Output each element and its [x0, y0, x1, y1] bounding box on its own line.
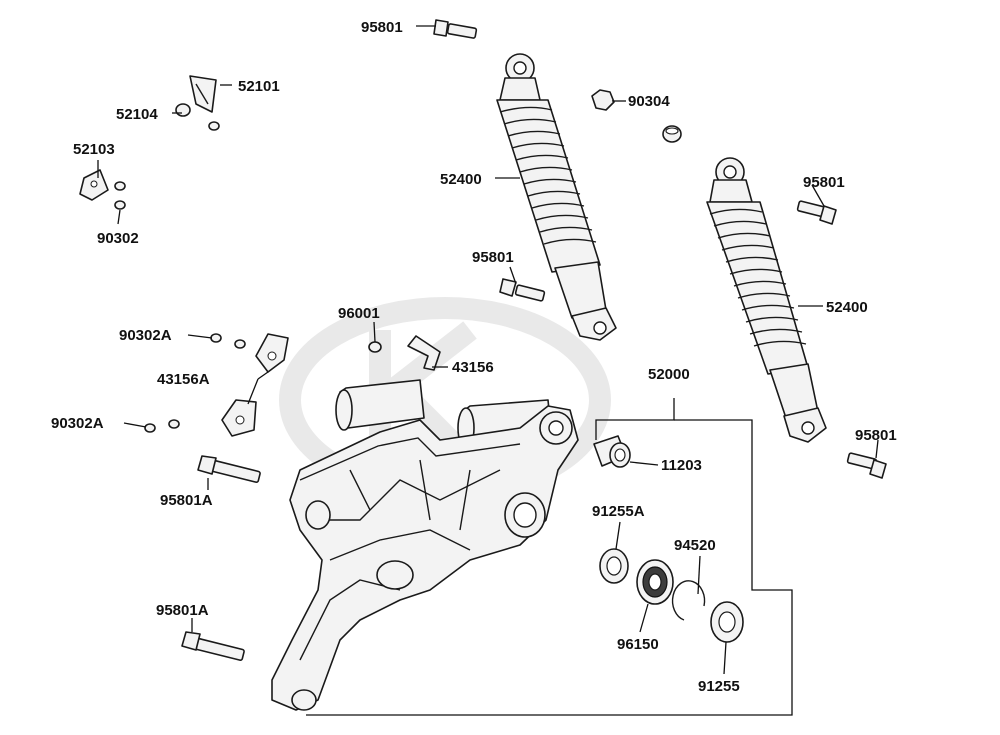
- bolt-95801-top: [433, 19, 478, 39]
- bolt-95801-low-right: [846, 452, 887, 479]
- label-95801-mid: 95801: [472, 249, 514, 266]
- bracket-43156A-lower: [221, 399, 257, 437]
- label-52400-right: 52400: [826, 299, 868, 316]
- label-95801A-top: 95801A: [160, 492, 213, 509]
- label-94520: 94520: [674, 537, 716, 554]
- oil-seal-91255: [710, 601, 744, 643]
- label-52400-left: 52400: [440, 171, 482, 188]
- label-90302A-bot: 90302A: [51, 415, 104, 432]
- label-52000: 52000: [648, 366, 690, 383]
- label-90304: 90304: [628, 93, 670, 110]
- label-95801-top: 95801: [361, 19, 403, 36]
- bracket-43156: [407, 335, 441, 371]
- bolt-95801A-bot: [181, 631, 245, 662]
- bolts-90302A-bot: [144, 419, 180, 433]
- label-11203: 11203: [661, 457, 702, 474]
- label-90302A-top: 90302A: [119, 327, 172, 344]
- label-96001: 96001: [338, 305, 380, 322]
- nut-90304: [591, 89, 615, 111]
- label-52104: 52104: [116, 106, 158, 123]
- bolt-95801-right: [796, 200, 837, 225]
- shock-absorber-left: [496, 53, 617, 341]
- clip-52104: [175, 103, 220, 131]
- bolt-95801A-top: [197, 455, 261, 484]
- label-96150: 96150: [617, 636, 659, 653]
- shock-absorber-right: [706, 157, 827, 443]
- bearing-96150: [636, 559, 674, 605]
- plate-52103: [79, 169, 126, 210]
- bolt-95801-mid: [499, 278, 546, 302]
- label-91255: 91255: [698, 678, 740, 695]
- label-43156: 43156: [452, 359, 494, 376]
- leader-lines: [97, 25, 879, 716]
- label-91255A: 91255A: [592, 503, 645, 520]
- swing-arm: [271, 379, 579, 711]
- label-52101: 52101: [238, 78, 280, 95]
- nut-96001: [368, 341, 382, 353]
- label-52103: 52103: [73, 141, 115, 158]
- bushing-11203: [593, 435, 631, 468]
- circlip-94520: [671, 580, 706, 621]
- label-90302: 90302: [97, 230, 139, 247]
- bolts-90302A-top: [210, 333, 246, 349]
- label-95801-right: 95801: [803, 174, 845, 191]
- collar-90304: [662, 125, 682, 143]
- label-43156A: 43156A: [157, 371, 210, 388]
- oil-seal-91255A: [599, 548, 629, 584]
- label-95801A-bot: 95801A: [156, 602, 209, 619]
- label-95801-low-right: 95801: [855, 427, 897, 444]
- bracket-52101: [189, 75, 217, 113]
- part-labels: 95801 52101 52104 52103 90302 90304 5240…: [51, 19, 897, 695]
- bracket-43156A-upper: [255, 333, 289, 373]
